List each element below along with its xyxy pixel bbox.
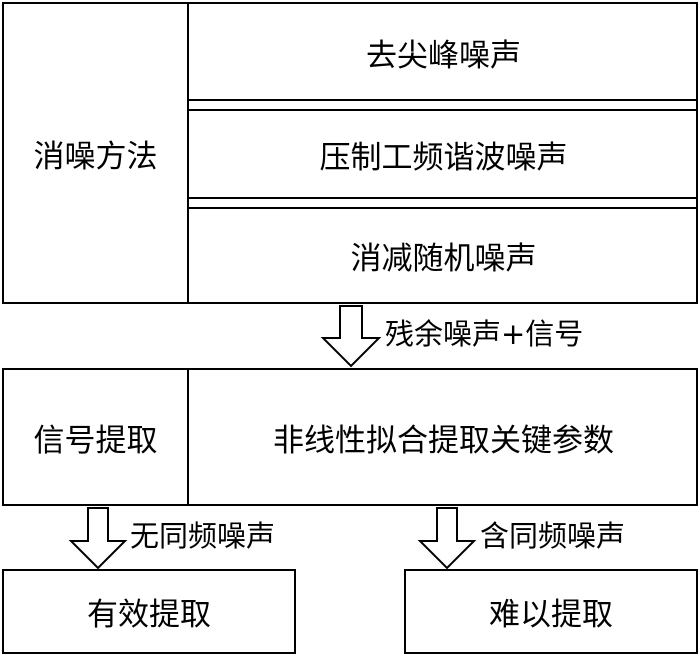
result-left: 有效提取 (87, 597, 211, 633)
arrow-down-right (417, 507, 477, 570)
method-item-despike: 去尖峰噪声 (366, 37, 521, 74)
arrow-down-1 (320, 305, 382, 368)
result-right-box (404, 569, 698, 654)
method-item-powerline: 压制工频谐波噪声 (319, 139, 568, 176)
methods-label: 消噪方法 (33, 138, 158, 175)
arrow-down-left (68, 507, 128, 570)
result-right: 难以提取 (489, 597, 613, 633)
extraction-process: 非线性拟合提取关键参数 (273, 422, 614, 459)
arrow-left-label: 无同频噪声 (130, 519, 276, 553)
extraction-label: 信号提取 (33, 422, 158, 459)
arrow1-label: 残余噪声+信号 (385, 317, 584, 351)
divider-1 (187, 99, 698, 111)
result-left-box (2, 569, 296, 654)
arrow-right-label: 含同频噪声 (480, 519, 626, 553)
method-item-random: 消减随机噪声 (350, 240, 537, 277)
methods-label-cell (2, 2, 189, 304)
divider-2 (187, 197, 698, 209)
extraction-label-cell (2, 368, 189, 506)
